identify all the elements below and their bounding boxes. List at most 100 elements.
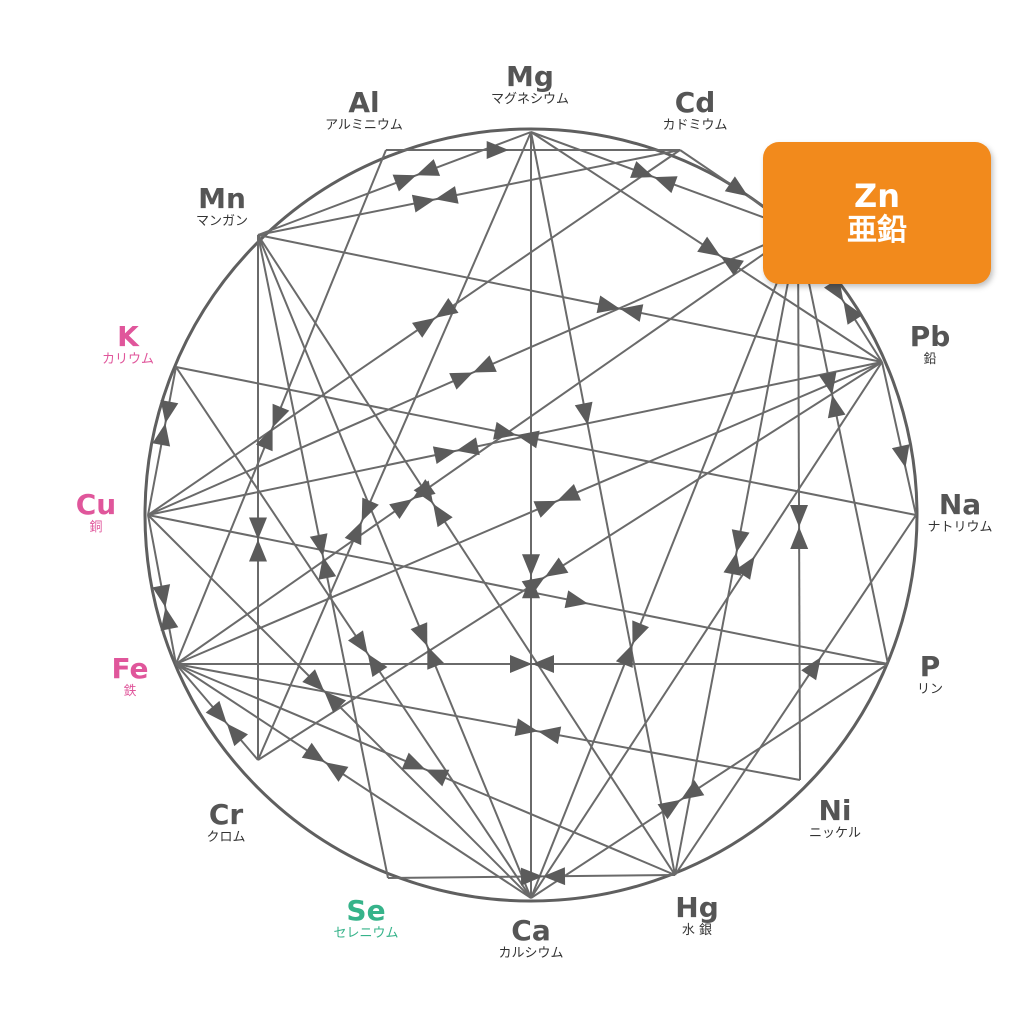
arrowhead [735,556,755,580]
arrowhead [401,752,426,770]
element-name: カリウム [101,352,155,367]
relation-line-mg-hg [530,131,676,876]
arrowhead [456,437,480,456]
arrowhead [801,657,821,681]
arrowhead [514,718,538,737]
arrowhead [425,769,450,787]
relation-line-pb-na [881,361,917,516]
arrowhead [449,372,473,390]
element-name: マグネシウム [490,92,570,107]
relation-line-cr-pb [257,361,883,761]
arrowhead [564,590,588,609]
arrowhead [520,867,543,886]
relation-line-cd-cu [147,149,681,516]
arrowhead [392,174,417,192]
relation-line-cu-p [147,514,889,665]
arrowhead [411,194,436,213]
arrowhead [724,176,749,197]
arrowhead [412,317,436,338]
element-symbol: Pb [909,320,951,353]
highlight-name: 亜鉛 [847,213,907,248]
arrowhead [545,557,569,577]
arrowhead [543,867,566,886]
arrowhead [160,400,179,424]
arrowhead [318,556,337,580]
arrowhead [720,256,744,276]
arrowhead [510,655,532,673]
arrowhead [410,622,428,647]
element-name: セレニウム [333,926,399,941]
relation-line-mn-hg [257,234,676,876]
element-symbol: Cr [208,798,244,831]
arrowhead [325,762,349,782]
arrowhead [653,176,678,194]
arrowhead [435,186,459,204]
arrowhead [433,503,453,528]
element-symbol: Se [346,894,386,927]
arrowhead [486,141,509,159]
element-symbol: Ni [818,794,852,827]
highlight-symbol: Zn [854,177,900,215]
element-symbol: Al [348,86,380,119]
arrowhead [493,421,517,440]
element-name: 鉛 [923,352,937,367]
element-name: カルシウム [498,946,564,961]
element-name: 鉄 [123,684,137,699]
arrowhead [249,517,267,540]
arrowhead [255,427,273,452]
element-name: マンガン [195,214,249,229]
element-symbol: Hg [675,891,719,924]
arrowhead [574,401,593,426]
relation-line-k-ca [175,366,532,899]
relation-line-fe-ni [175,663,801,781]
arrowhead [731,529,750,553]
element-name: アルミニウム [325,118,403,133]
arrowhead [473,355,497,373]
arrowhead [790,505,808,527]
arrowhead [416,159,441,176]
arrowhead [532,655,554,673]
outer-circle [143,127,919,903]
arrowhead [432,446,457,464]
arrowhead [516,430,540,449]
arrowhead [272,403,290,428]
arrowhead [657,799,681,820]
element-name: リン [916,682,944,697]
element-symbol: Ca [511,914,551,947]
element-symbol: Cd [674,86,716,119]
arrowhead [619,304,644,322]
relation-line-ca-pb [530,361,883,899]
relation-line-zn-p [797,229,889,665]
arrowhead [632,620,649,645]
arrowhead [427,646,444,670]
element-symbol: Fe [111,652,149,685]
relation-line-mn-pb [257,234,883,363]
element-name: 銅 [89,520,103,535]
relation-line-fe-ca [175,663,532,899]
relation-line-fe-zn [175,229,799,665]
arrowhead [205,700,227,724]
arrowhead [615,644,633,668]
relation-arrows [152,141,910,886]
arrowhead [412,479,436,500]
arrowhead [843,301,863,325]
arrowhead [680,780,705,800]
relation-line-mn-ca [257,234,532,899]
arrowhead [891,444,910,468]
arrowhead [152,584,171,608]
arrowhead [361,497,379,522]
relation-line-ca-p [530,663,889,899]
arrowhead [533,500,558,518]
arrowhead [521,576,545,597]
relation-line-hg-na [674,514,917,876]
